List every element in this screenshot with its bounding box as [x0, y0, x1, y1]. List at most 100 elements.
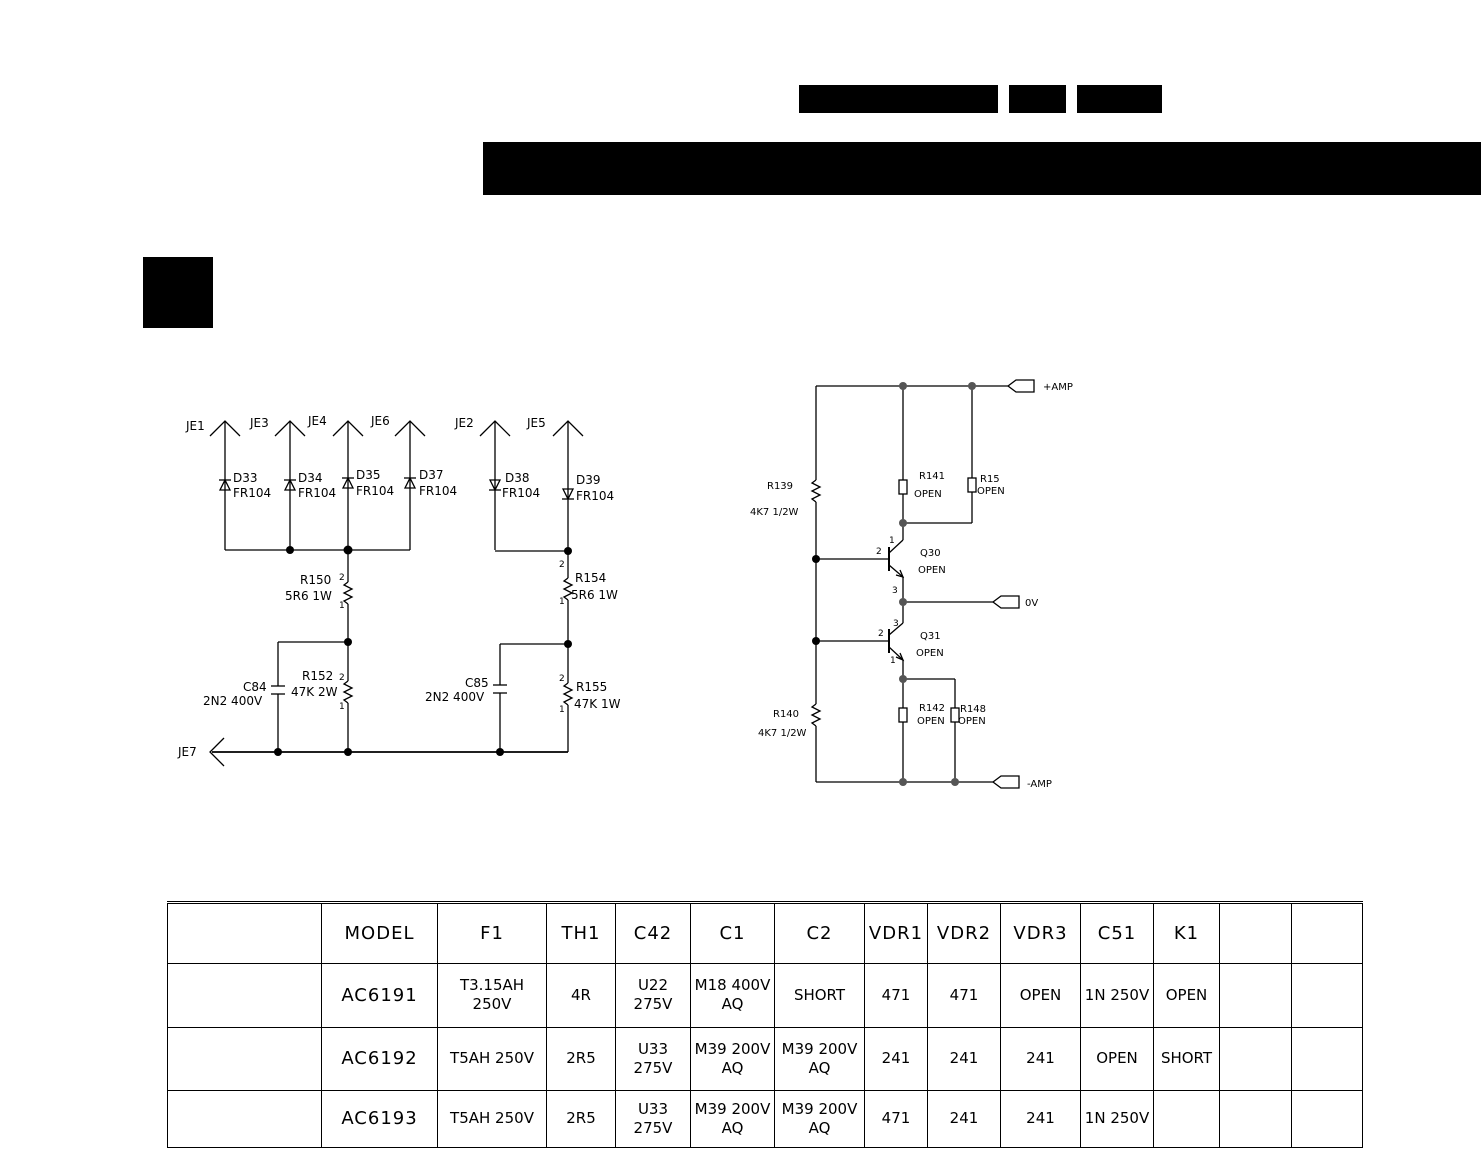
table-cell: 471 [864, 963, 928, 1028]
header-bar-3 [1077, 85, 1162, 113]
table-header-cell: C1 [690, 901, 775, 965]
pin-number: 2 [339, 573, 345, 583]
transistor-value: OPEN [918, 565, 946, 576]
connector-je1: JE1 [185, 419, 205, 433]
resistor-value: 4K7 1/2W [750, 507, 799, 518]
diode-value: FR104 [233, 486, 271, 500]
table-header-cell: C2 [774, 901, 865, 965]
pin-number: 2 [559, 674, 565, 684]
table-cell [167, 963, 322, 1028]
table-cell-model: AC6193 [321, 1089, 438, 1149]
transistor-ref: Q31 [920, 631, 941, 642]
diode-value: FR104 [502, 486, 540, 500]
resistor-ref: R140 [773, 709, 799, 720]
header-bar-1 [799, 85, 998, 113]
diode-ref: D35 [356, 468, 381, 482]
table-cell: U22 275V [615, 963, 691, 1028]
table-header-cell: VDR2 [927, 901, 1001, 965]
diode-value: FR104 [419, 484, 457, 498]
table-cell [1291, 1026, 1363, 1091]
table-cell: M39 200V AQ [690, 1026, 775, 1091]
connector-je3: JE3 [249, 416, 269, 430]
diode-ref: D34 [298, 471, 323, 485]
table-header-row: MODEL F1 TH1 C42 C1 C2 VDR1 VDR2 VDR3 C5… [167, 901, 1363, 965]
capacitor-value: 2N2 400V [203, 694, 263, 708]
table-cell: T3.15AH 250V [437, 963, 547, 1028]
table-header-cell: K1 [1153, 901, 1220, 965]
resistor-ref: R148 [960, 704, 986, 715]
diode-value: FR104 [576, 489, 614, 503]
resistor-ref: R154 [575, 571, 606, 585]
resistor-value: OPEN [977, 486, 1005, 497]
pin-number: 2 [878, 629, 884, 639]
table-header-cell: TH1 [546, 901, 616, 965]
table-cell: SHORT [774, 963, 865, 1028]
table-header-cell: C42 [615, 901, 691, 965]
table-cell [167, 1089, 322, 1149]
resistor-value: 5R6 1W [571, 588, 618, 602]
resistor-value: OPEN [917, 716, 945, 727]
table-cell: SHORT [1153, 1026, 1220, 1091]
resistor-ref: R15 [980, 474, 1000, 485]
resistor-ref: R142 [919, 703, 945, 714]
table-cell: U33 275V [615, 1089, 691, 1149]
diode-ref: D33 [233, 471, 258, 485]
capacitor-ref: C84 [243, 680, 267, 694]
table-header-cell: MODEL [321, 901, 438, 965]
schematic-diagram: JE1 JE3 JE4 JE6 JE2 JE5 JE7 D33 FR104 D3… [177, 379, 1073, 790]
pin-number: 2 [339, 673, 345, 683]
resistor-ref: R141 [919, 471, 945, 482]
table-cell [1153, 1089, 1220, 1149]
model-variants-table: MODEL F1 TH1 C42 C1 C2 VDR1 VDR2 VDR3 C5… [167, 901, 1363, 1149]
table-cell: 241 [864, 1026, 928, 1091]
table-cell [1219, 963, 1292, 1028]
table-cell: 471 [927, 963, 1001, 1028]
title-bar [483, 142, 1481, 195]
table-cell: OPEN [1153, 963, 1220, 1028]
connector-je6: JE6 [370, 414, 390, 428]
pin-number: 1 [339, 601, 345, 611]
table-header-cell: VDR1 [864, 901, 928, 965]
net-plus-amp: +AMP [1043, 382, 1073, 393]
table-cell-model: AC6192 [321, 1026, 438, 1091]
table-header-cell [1219, 901, 1292, 965]
net-zero-v: 0V [1025, 598, 1038, 609]
capacitor-ref: C85 [465, 676, 489, 690]
table-cell: T5AH 250V [437, 1089, 547, 1149]
table-cell: M39 200V AQ [774, 1026, 865, 1091]
table-cell: 241 [927, 1026, 1001, 1091]
resistor-value: OPEN [914, 489, 942, 500]
table-cell: 471 [864, 1089, 928, 1149]
transistor-ref: Q30 [920, 548, 941, 559]
resistor-ref: R155 [576, 680, 607, 694]
table-header-cell [167, 901, 322, 965]
resistor-ref: R152 [302, 669, 333, 683]
pin-number: 1 [890, 656, 896, 666]
resistor-value: 5R6 1W [285, 589, 332, 603]
resistor-ref: R150 [300, 573, 331, 587]
pin-number: 1 [889, 536, 895, 546]
connector-je2: JE2 [454, 416, 474, 430]
connector-je7: JE7 [177, 745, 197, 759]
diode-ref: D38 [505, 471, 530, 485]
table-row: AC6192 T5AH 250V 2R5 U33 275V M39 200V A… [167, 1026, 1363, 1091]
table-cell: 241 [927, 1089, 1001, 1149]
table-cell [1219, 1026, 1292, 1091]
table-header-cell: F1 [437, 901, 547, 965]
resistor-value: 4K7 1/2W [758, 728, 807, 739]
resistor-value: 47K 1W [574, 697, 621, 711]
pin-number: 2 [876, 547, 882, 557]
diode-ref: D37 [419, 468, 444, 482]
table-cell [167, 1026, 322, 1091]
connector-je5: JE5 [526, 416, 546, 430]
header-bar-2 [1009, 85, 1066, 113]
table-cell: U33 275V [615, 1026, 691, 1091]
pin-number: 2 [559, 560, 565, 570]
transistor-value: OPEN [916, 648, 944, 659]
table-cell: 2R5 [546, 1026, 616, 1091]
table-cell: M18 400V AQ [690, 963, 775, 1028]
table-cell: 1N 250V [1080, 963, 1154, 1028]
pin-number: 1 [559, 705, 565, 715]
diode-value: FR104 [356, 484, 394, 498]
table-cell [1291, 1089, 1363, 1149]
